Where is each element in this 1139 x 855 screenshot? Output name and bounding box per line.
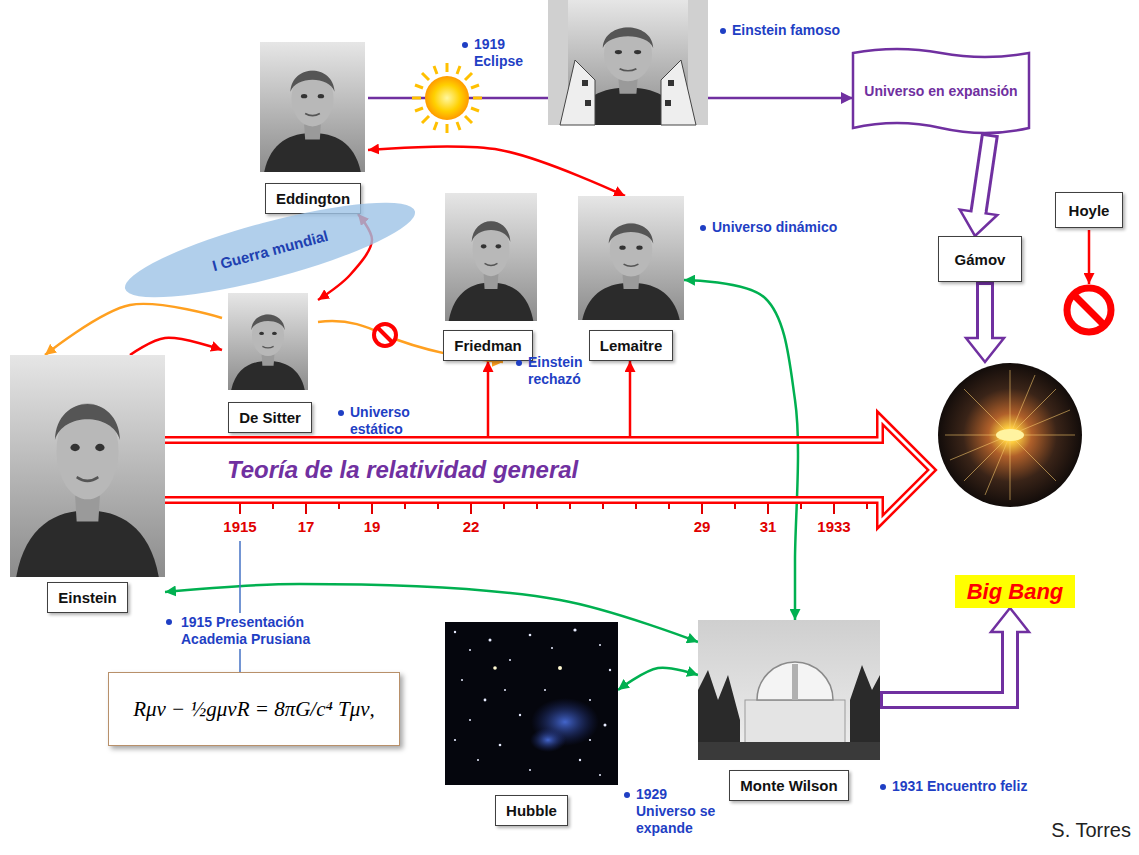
bullet-dot [720,28,726,34]
banner-shape: Universo en expansión [853,48,1029,134]
lemaitre-photo [578,196,684,320]
node-text: Lemaitre [589,330,674,361]
hollow-arrow-connector [960,134,998,236]
node-text: Friedman [443,330,533,361]
arrow-connector [488,361,489,440]
arrow-connector [368,147,625,196]
bullet-dot [166,619,172,625]
author-signature: S. Torres [1051,818,1131,842]
node-text: Hoyle [1069,202,1110,219]
hoyle-rejection [1067,230,1111,332]
portrait-caption-box: De Sitter [222,293,318,433]
hubble-galaxy-image [445,622,618,785]
arrow-connector [684,280,798,620]
big-bang-caption: Big Bang [940,362,1090,608]
event-note: 1931 Encuentro feliz [892,778,1027,795]
year-tick-label: 1915 [223,518,256,536]
portrait-caption-box: Einstein [10,355,165,613]
node-text: Einstein [47,582,127,613]
event-note: Universo dinámico [712,219,837,236]
arrow-connector [630,361,631,440]
portrait-caption-box: Eddington [258,42,368,214]
event-note: Universo estático [350,404,432,438]
bullet-dot [338,410,344,416]
node-text: Teoría de la relatividad general [227,456,578,484]
event-note: 1929 Universo se expande [636,786,718,836]
year-tick-label: 29 [694,518,711,536]
node-text: Monte Wilson [729,770,848,801]
friedman-photo [445,193,537,321]
node-text: Gámov [955,251,1006,268]
bullet-dot [880,784,886,790]
year-tick-label: 17 [298,518,315,536]
year-tick-label: 1933 [817,518,850,536]
year-tick-label: 31 [760,518,777,536]
name-box: Gámov [938,236,1022,282]
node-text: Rμν − ½gμνR = 8πG/c⁴ Tμν, [133,697,375,722]
portrait-caption-box: Friedman [438,193,538,361]
bullet-dot [624,792,630,798]
node-text: Universo en expansión [864,83,1017,99]
bullet-dot [700,225,706,231]
year-tick-label: 22 [463,518,480,536]
event-note: 1919 Eclipse [474,36,538,70]
bullet-dot [516,360,522,366]
eddington-photo [260,42,365,172]
event-note: Einstein rechazó [528,354,610,388]
einstein-photo [10,355,165,577]
node-text: Big Bang [955,575,1076,608]
arrow-connector [618,668,698,690]
image-caption-box: Hubble [445,622,618,826]
arrow-connector [45,304,222,355]
arrow-connector [130,338,222,355]
einstein-famous-photo [548,0,708,125]
node-text: De Sitter [228,402,312,433]
sun-eclipse-icon [412,63,482,133]
year-ticks [240,503,867,514]
connector-group [45,98,1029,700]
name-box: Hoyle [1055,192,1123,228]
hollow-arrow-connector [880,608,1029,700]
presentation-leader [239,541,241,672]
year-tick-label: 19 [364,518,381,536]
image-caption-box: Monte Wilson [698,620,880,801]
de-sitter-photo [228,293,308,390]
bullet-dot [462,42,468,48]
equation-box: Rμν − ½gμνR = 8πG/c⁴ Tμν, [108,672,400,746]
event-note: Einstein famoso [732,22,840,39]
node-text: Hubble [495,795,568,826]
hollow-arrow-connector [966,282,1004,362]
big-bang-image [938,363,1082,507]
portrait-caption-box: Lemaitre [578,196,684,361]
event-note: 1915 Presentación Academia Prusiana [178,613,356,649]
timeline-arrow: Teoría de la relatividad general [165,440,880,500]
monte-wilson-observatory-photo [698,620,880,760]
